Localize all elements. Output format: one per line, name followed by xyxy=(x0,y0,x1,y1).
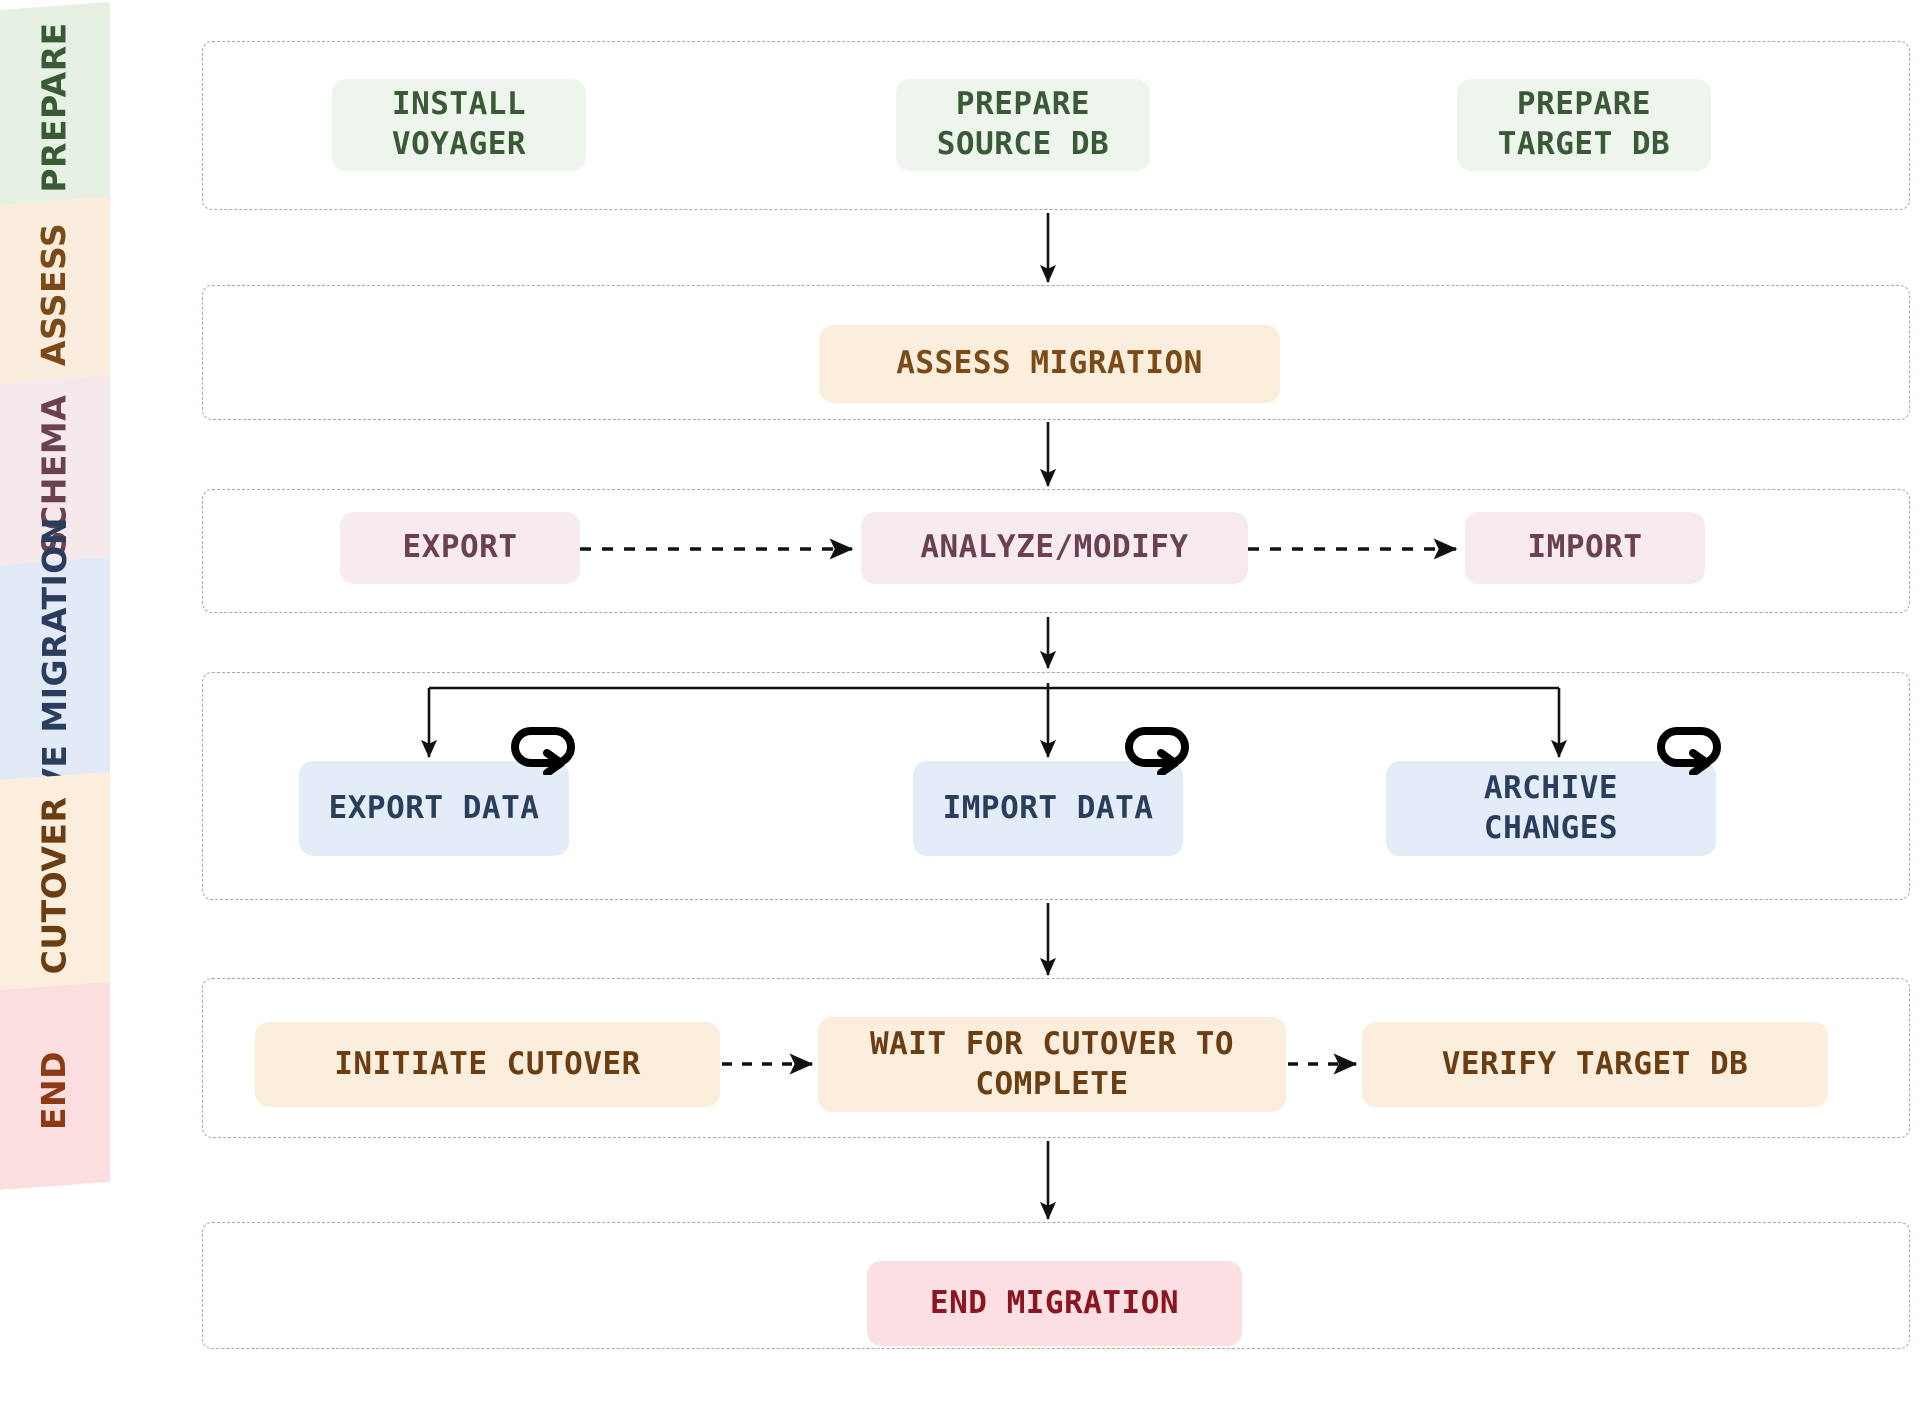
repeat-loop-icon-export-data xyxy=(511,719,583,777)
phase-band-live-migration xyxy=(0,556,110,780)
phase-container-assess xyxy=(202,285,1910,420)
phase-container-end xyxy=(202,1222,1910,1349)
node-install-voyager[interactable]: INSTALL VOYAGER xyxy=(332,79,586,171)
phase-container-prepare xyxy=(202,41,1910,210)
node-prepare-source-db[interactable]: PREPARE SOURCE DB xyxy=(896,79,1150,171)
node-end-migration[interactable]: END MIGRATION xyxy=(867,1261,1242,1346)
phase-band-schema xyxy=(0,374,110,565)
node-export-data[interactable]: EXPORT DATA xyxy=(299,761,569,856)
node-archive-changes[interactable]: ARCHIVE CHANGES xyxy=(1386,761,1716,856)
node-import-data[interactable]: IMPORT DATA xyxy=(913,761,1183,856)
node-prepare-target-db[interactable]: PREPARE TARGET DB xyxy=(1457,79,1711,171)
node-verify-target-db[interactable]: VERIFY TARGET DB xyxy=(1362,1022,1828,1107)
node-initiate-cutover[interactable]: INITIATE CUTOVER xyxy=(255,1022,720,1107)
phase-rail: PREPARE ASSESS SCHEMA LIVE MIGRATION CUT… xyxy=(0,0,200,1405)
phase-container-schema xyxy=(202,489,1910,613)
phase-band-prepare xyxy=(0,1,110,206)
phase-container-live-migration xyxy=(202,672,1910,900)
node-schema-analyze-modify[interactable]: ANALYZE/MODIFY xyxy=(861,512,1248,584)
node-schema-export[interactable]: EXPORT xyxy=(340,512,580,584)
node-wait-for-cutover[interactable]: WAIT FOR CUTOVER TO COMPLETE xyxy=(818,1017,1286,1112)
repeat-loop-icon-import-data xyxy=(1125,719,1197,777)
phase-container-cutover xyxy=(202,978,1910,1138)
repeat-loop-icon-archive-changes xyxy=(1657,719,1729,777)
node-schema-import[interactable]: IMPORT xyxy=(1465,512,1705,584)
node-assess-migration[interactable]: ASSESS MIGRATION xyxy=(819,325,1280,403)
phase-band-cutover xyxy=(0,771,110,990)
phase-band-assess xyxy=(0,196,110,383)
phase-band-end xyxy=(0,981,110,1190)
